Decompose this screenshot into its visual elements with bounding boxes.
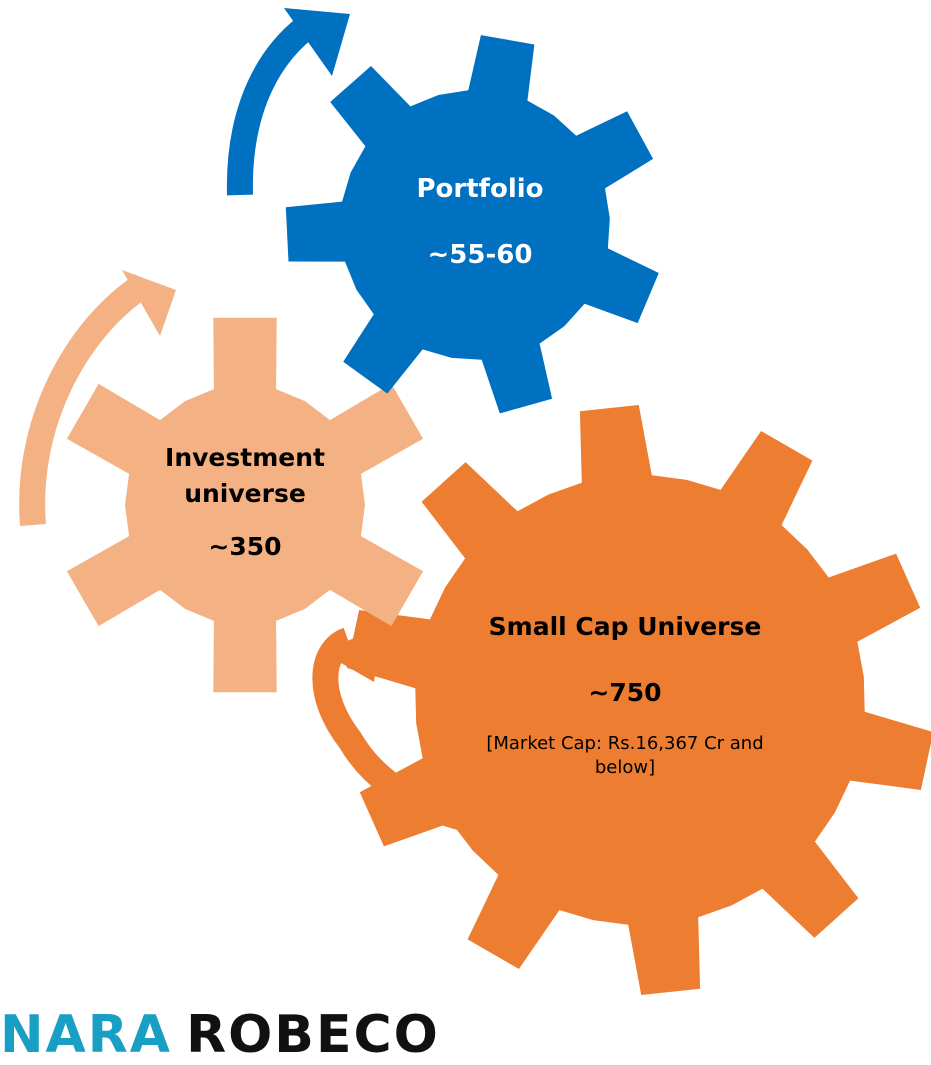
investment-universe-gear [66, 317, 424, 693]
blue-arrowhead [284, 8, 350, 76]
logo-part-2: ROBECO [186, 1005, 440, 1065]
small-cap-universe-note: [Market Cap: Rs.16,367 Cr and below] [486, 733, 764, 778]
small-cap-universe-count: ~750 [588, 678, 662, 707]
blue-arrow-shaft [226, 17, 314, 196]
small-cap-gear [346, 405, 931, 995]
peach-arrow-shaft [19, 274, 151, 527]
portfolio-title: Portfolio [416, 174, 544, 204]
investment-universe-count: ~350 [208, 532, 282, 561]
funnel-diagram [19, 8, 931, 995]
portfolio-count: ~55-60 [427, 240, 533, 270]
peach-arrowhead [122, 270, 176, 336]
logo-part-1: NARA [0, 1005, 173, 1065]
portfolio-gear [285, 35, 659, 414]
investment-universe-title: Investment universe [165, 443, 325, 508]
small-cap-universe-title: Small Cap Universe [488, 612, 762, 641]
